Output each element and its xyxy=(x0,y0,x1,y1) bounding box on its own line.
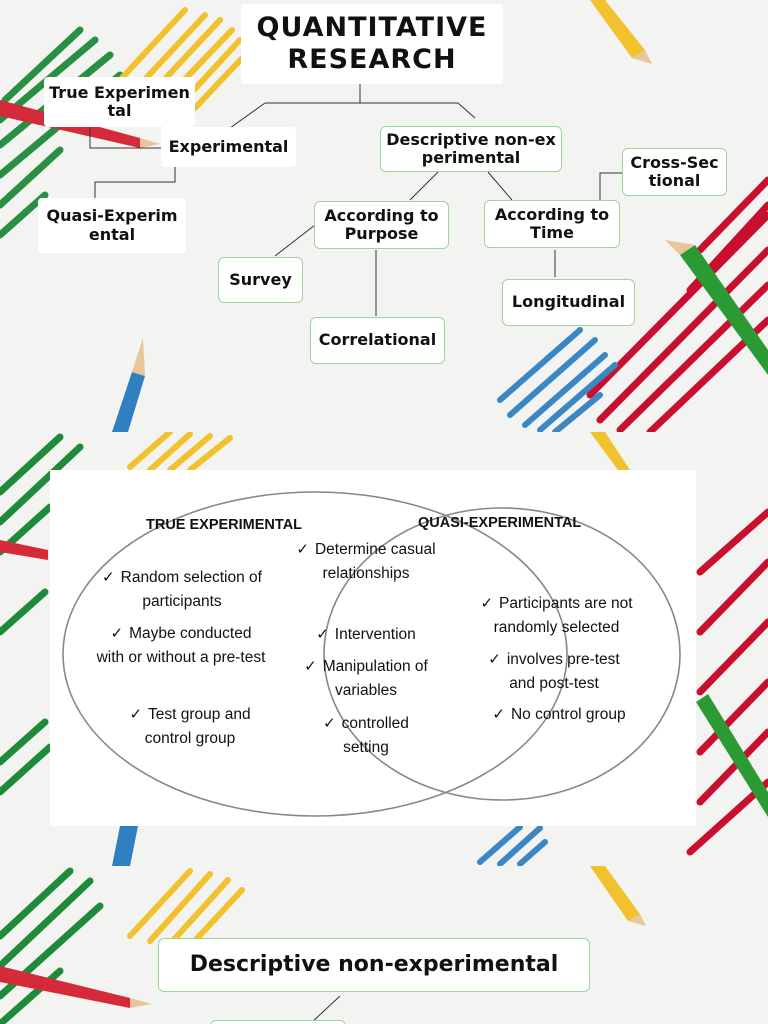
check-icon: ✓ xyxy=(110,625,124,642)
node-longitudinal: Longitudinal xyxy=(502,279,635,326)
check-icon: ✓ xyxy=(323,715,336,732)
yellow-scribble-top xyxy=(127,868,245,949)
check-icon: ✓ xyxy=(492,706,505,723)
quasi-experimental-heading: QUASI-EXPERIMENTAL xyxy=(418,515,582,531)
blue-pencil-icon xyxy=(112,338,145,432)
yellow-pencil-icon xyxy=(590,866,646,926)
check-icon: ✓ xyxy=(480,595,494,612)
red-pencil-icon xyxy=(0,540,48,560)
check-icon: ✓ xyxy=(316,626,329,643)
blue-scribble xyxy=(477,824,548,866)
node-according-to-purpose: According to Purpose xyxy=(314,201,449,249)
node-descriptive-non-experimental: Descriptive non-experimental xyxy=(380,126,562,172)
node-correlational: Correlational xyxy=(310,317,445,364)
right-circle xyxy=(323,507,681,801)
node-quasi-experimental: Quasi-Experimental xyxy=(38,198,186,253)
node-partial xyxy=(210,1020,346,1024)
decorative-background xyxy=(0,866,646,1024)
center-item: ✓Manipulation of variables xyxy=(304,658,428,699)
yellow-scribble-top xyxy=(127,432,233,473)
venn-panel: TRUE EXPERIMENTAL QUASI-EXPERIMENTAL ✓Ra… xyxy=(50,470,696,826)
left-circle xyxy=(62,491,568,817)
left-item: ✓Test group and control group xyxy=(129,706,251,747)
right-item: ✓Participants are not randomly selected xyxy=(480,595,633,636)
check-icon: ✓ xyxy=(296,541,309,558)
left-item: ✓Random selection of participants xyxy=(102,569,262,610)
node-survey: Survey xyxy=(218,257,303,303)
red-scribble-right xyxy=(686,508,768,856)
slide-concept-map: QUANTITATIVE RESEARCH True Experimental … xyxy=(0,0,768,432)
node-true-experimental: True Experimental xyxy=(44,77,195,127)
yellow-pencil-icon xyxy=(590,0,652,64)
venn-circles xyxy=(62,491,681,817)
slide-venn-diagram: TRUE EXPERIMENTAL QUASI-EXPERIMENTAL ✓Ra… xyxy=(0,432,768,866)
left-item: ✓Maybe conducted with or without a pre-t… xyxy=(96,625,266,666)
check-icon: ✓ xyxy=(129,706,143,723)
center-item: ✓Determine casual relationships xyxy=(296,541,436,582)
center-item: ✓controlled setting xyxy=(323,715,409,756)
slide-descriptive: Descriptive non-experimental xyxy=(0,866,768,1024)
node-cross-sectional: Cross-Sectional xyxy=(622,148,727,196)
slide-title: Descriptive non-experimental xyxy=(158,938,590,992)
right-item: ✓involves pre-test and post-test xyxy=(488,651,620,692)
page-title: QUANTITATIVE RESEARCH xyxy=(241,4,503,84)
red-pencil-icon xyxy=(0,966,152,1008)
green-scribble-left xyxy=(0,867,104,1024)
check-icon: ✓ xyxy=(488,651,501,668)
true-experimental-heading: TRUE EXPERIMENTAL xyxy=(146,517,303,533)
green-pencil-icon xyxy=(696,694,768,817)
node-according-to-time: According to Time xyxy=(484,200,620,248)
right-item: ✓No control group xyxy=(492,706,626,723)
blue-pencil-icon xyxy=(112,826,138,866)
node-experimental: Experimental xyxy=(161,127,296,167)
center-item: ✓Intervention xyxy=(316,626,416,643)
decorative-background xyxy=(0,432,768,866)
blue-scribble xyxy=(497,327,618,432)
check-icon: ✓ xyxy=(102,569,115,586)
connector-lines xyxy=(89,84,622,316)
green-pencil-icon xyxy=(665,240,768,375)
check-icon: ✓ xyxy=(304,658,317,675)
